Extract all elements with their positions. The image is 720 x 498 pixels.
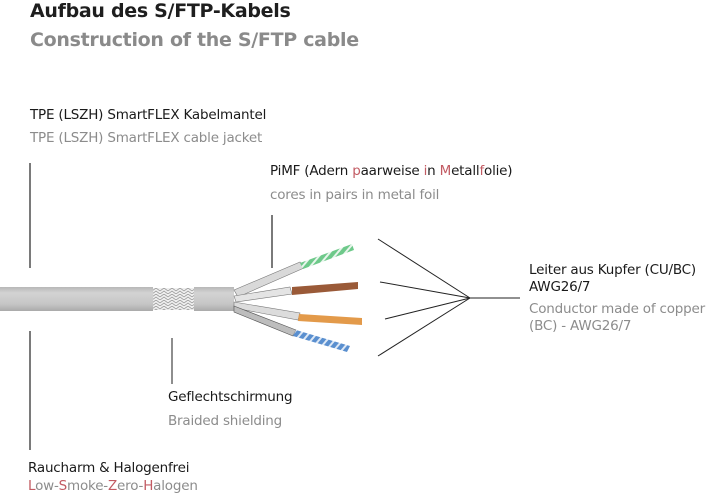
conductor-label-en-2: (BC) - AWG26/7 xyxy=(529,318,632,334)
braid-label-en: Braided shielding xyxy=(168,413,283,429)
pair-blue xyxy=(293,330,350,352)
cable-jacket xyxy=(0,287,153,311)
braided-shield xyxy=(153,288,194,310)
conductor-label-en-1: Conductor made of copper xyxy=(529,301,705,317)
jacket-label-en: TPE (LSZH) SmartFLEX cable jacket xyxy=(30,130,263,146)
jacket-label-de: TPE (LSZH) SmartFLEX Kabelmantel xyxy=(30,107,267,123)
lszh-label-de: Raucharm & Halogenfrei xyxy=(28,460,190,476)
conductor-label-de-2: AWG26/7 xyxy=(529,279,591,295)
pair-brown xyxy=(292,282,358,295)
pimf-label-en: cores in pairs in metal foil xyxy=(270,187,440,203)
leader-lines-conductor xyxy=(377,238,520,357)
title-english: Construction of the S/FTP cable xyxy=(30,29,359,51)
conductor-label-de-1: Leiter aus Kupfer (CU/BC) xyxy=(529,262,696,278)
title-german: Aufbau des S/FTP-Kabels xyxy=(30,0,291,22)
pair-green xyxy=(300,244,354,269)
pimf-label-de: PiMF (Adern paarweise in Metallfolie) xyxy=(270,163,513,179)
pair-orange xyxy=(298,314,362,325)
braid-label-de: Geflechtschirmung xyxy=(168,389,293,405)
lszh-label-en: Low-Smoke-Zero-Halogen xyxy=(28,478,198,494)
foil-pairs xyxy=(233,261,305,337)
